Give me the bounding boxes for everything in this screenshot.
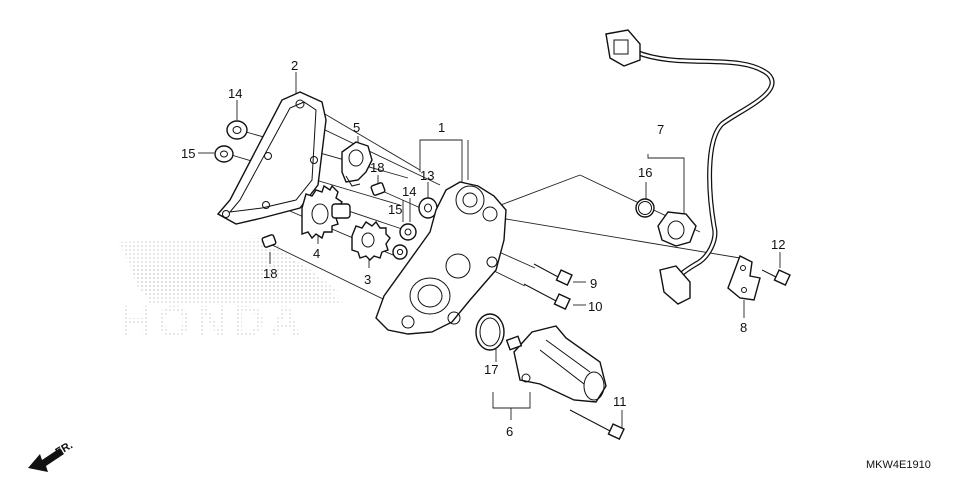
bolt-11 xyxy=(569,409,625,440)
honda-wing-watermark: HONDA xyxy=(118,238,345,346)
o-ring-17 xyxy=(475,313,505,351)
shift-motor xyxy=(505,325,607,403)
callout-17: 17 xyxy=(484,362,498,377)
bearing-15-left xyxy=(214,145,234,163)
bearing-14-right xyxy=(418,197,438,219)
callout-7: 7 xyxy=(657,122,664,137)
bearing-14-left xyxy=(226,120,248,140)
bolt-10 xyxy=(523,283,571,310)
callout-labels: 1 2 3 4 5 6 7 8 9 10 11 12 13 14 14 15 1… xyxy=(181,58,785,439)
bearing-13 xyxy=(392,244,408,260)
dowel-pin-lower xyxy=(261,234,277,248)
callout-16: 16 xyxy=(638,165,652,180)
gasket xyxy=(216,91,327,225)
callout-12: 12 xyxy=(771,237,785,252)
callout-4: 4 xyxy=(313,246,320,261)
gearbox-cover xyxy=(375,181,507,335)
callout-14-right: 14 xyxy=(402,184,416,199)
callout-13: 13 xyxy=(420,168,434,183)
callout-15-right: 15 xyxy=(388,202,402,217)
wire-harness xyxy=(605,29,775,305)
dowel-pin-upper xyxy=(370,182,386,196)
diagram-code: MKW4E1910 xyxy=(866,459,931,471)
direction-label: FR. xyxy=(54,439,75,458)
callout-11: 11 xyxy=(613,394,627,409)
callout-14-left: 14 xyxy=(228,86,242,101)
callout-18-lower: 18 xyxy=(263,266,277,281)
callout-15-left: 15 xyxy=(181,146,195,161)
callout-10: 10 xyxy=(588,299,602,314)
callout-9: 9 xyxy=(590,276,597,291)
drum-segment xyxy=(341,141,373,187)
o-ring-16 xyxy=(635,198,655,218)
bolt-9 xyxy=(533,263,573,286)
callout-8: 8 xyxy=(740,320,747,335)
callout-6: 6 xyxy=(506,424,513,439)
watermark-text: HONDA xyxy=(120,297,306,346)
callout-3: 3 xyxy=(364,272,371,287)
callout-5: 5 xyxy=(353,120,360,135)
bearing-15-right xyxy=(399,223,417,241)
callout-1: 1 xyxy=(438,120,445,135)
reduction-gear-4 xyxy=(301,184,351,240)
front-direction-arrow-icon: FR. xyxy=(28,439,75,472)
reduction-gear-3 xyxy=(351,220,391,261)
callout-18-upper: 18 xyxy=(370,160,384,175)
bolt-12 xyxy=(761,269,791,286)
harness-bracket xyxy=(727,255,761,301)
callout-2: 2 xyxy=(291,58,298,73)
